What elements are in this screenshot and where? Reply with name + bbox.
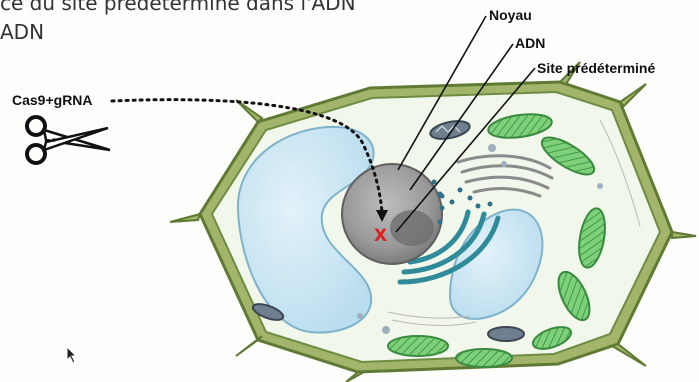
label-site-predetermine: Site prédéterminé	[537, 60, 655, 76]
scissors-icon	[27, 117, 110, 163]
cut-mark: X	[374, 228, 387, 245]
mouse-cursor-icon	[66, 346, 78, 364]
label-cas9-grna: Cas9+gRNA	[12, 92, 93, 108]
nucleolus	[390, 210, 434, 246]
nucleus	[342, 164, 442, 264]
label-adn: ADN	[515, 35, 545, 51]
label-noyau: Noyau	[489, 7, 532, 23]
